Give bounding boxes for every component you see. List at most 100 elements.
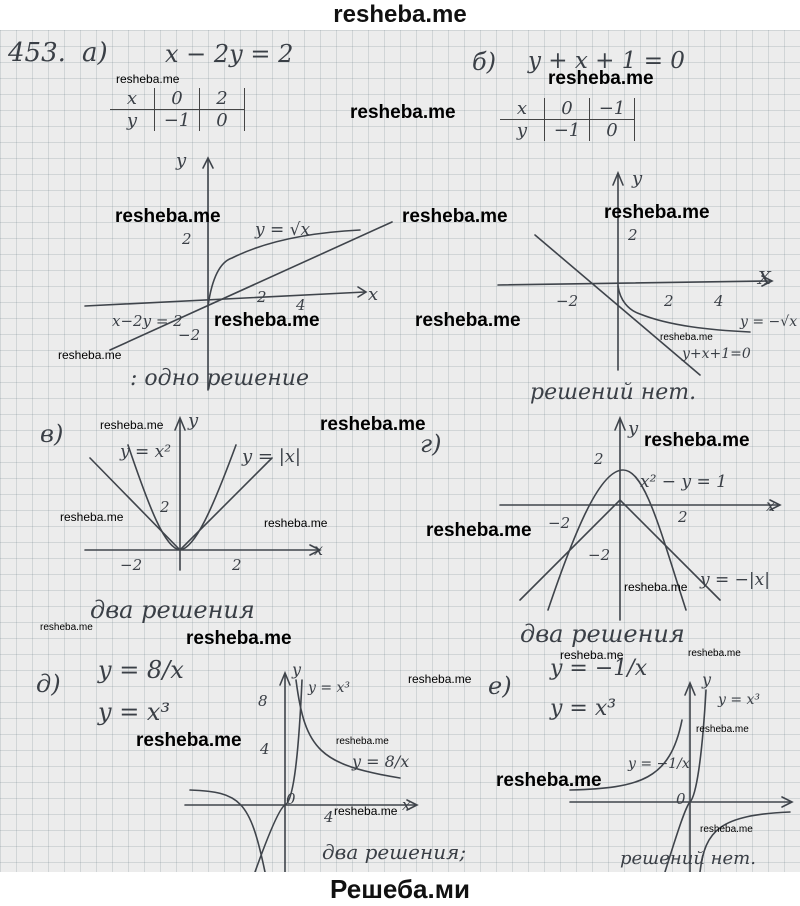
g-parabola (547, 469, 687, 611)
table-cell: x (500, 98, 545, 120)
part-v-answer: два решения (90, 596, 255, 624)
part-v-curve-label: y = x² (120, 442, 172, 462)
table-cell: 0 (544, 98, 590, 120)
part-g-curve-label: x² − y = 1 (640, 472, 727, 492)
part-g-answer: два решения (520, 620, 685, 648)
d-cubic (254, 679, 303, 872)
watermark: resheba.me (336, 736, 389, 747)
part-a-equation: x − 2y = 2 (165, 40, 294, 68)
part-v-axis-y: y (188, 410, 199, 431)
part-e-curve1-label: y = x³ (718, 692, 761, 708)
part-b-axis-x: X (758, 268, 771, 289)
watermark: resheba.me (688, 648, 741, 659)
part-a-label: а) (82, 38, 108, 68)
d-hyperbola-right (295, 679, 401, 779)
part-b-axis-y: y (632, 168, 643, 189)
part-b-tick: 2 (628, 226, 638, 244)
watermark: resheba.me (214, 310, 320, 331)
table-cell: 0 (154, 88, 200, 110)
part-a-tick: 2 (257, 288, 267, 306)
table-cell: y (110, 109, 155, 131)
watermark: resheba.me (644, 430, 750, 451)
part-a-axis-x: x (368, 284, 379, 305)
site-footer[interactable]: Решеба.ми (330, 874, 470, 904)
part-e-curve2-label: y = −1/x (628, 756, 690, 772)
a-sqrt-curve (207, 229, 361, 307)
part-d-eq2: y = x³ (98, 698, 171, 726)
watermark: resheba.me (408, 672, 472, 686)
e-cubic (664, 689, 707, 872)
part-v-tick: 2 (160, 498, 170, 516)
watermark: resheba.me (100, 418, 164, 432)
a-line (109, 221, 393, 351)
watermark: resheba.me (40, 622, 93, 633)
part-e-label: е) (488, 672, 512, 700)
site-header[interactable]: resheba.me (333, 1, 467, 28)
part-b-answer: решений нет. (530, 380, 697, 405)
part-g-line-label: y = −|x| (700, 570, 770, 590)
part-g-tick: −2 (588, 546, 611, 564)
part-v-label: в) (40, 420, 64, 448)
watermark: resheba.me (700, 824, 753, 835)
watermark: resheba.me (136, 730, 242, 751)
watermark: resheba.me (696, 724, 749, 735)
watermark: resheba.me (604, 202, 710, 223)
part-d-curve2-label: y = 8/x (352, 752, 410, 771)
watermark: resheba.me (560, 648, 624, 662)
watermark: resheba.me (624, 580, 688, 594)
table-cell: −1 (544, 119, 590, 141)
part-d-curve1-label: y = x³ (308, 680, 351, 696)
part-d-tick: 4 (260, 740, 270, 758)
part-a-table: x 0 2 y −1 0 (110, 88, 245, 131)
part-d-answer: два решения; (322, 840, 467, 864)
part-g-label: г) (420, 430, 442, 458)
watermark: resheba.me (548, 68, 654, 89)
a-x-axis (84, 291, 366, 307)
watermark: resheba.me (60, 510, 124, 524)
part-b-table: x 0 −1 y −1 0 (500, 98, 635, 141)
part-b-tick: 2 (664, 292, 674, 310)
v-abs-line (89, 457, 273, 552)
part-d-axis-y: y (292, 660, 302, 679)
table-cell: y (500, 119, 545, 141)
part-g-tick: 2 (594, 450, 604, 468)
problem-number: 453. (8, 38, 66, 68)
part-d-axis-x: x (402, 796, 411, 814)
part-e-tick: 0 (676, 790, 686, 808)
part-g-axis-y: y (628, 418, 639, 439)
part-e-axis-y: y (702, 670, 712, 689)
table-cell: x (110, 88, 155, 110)
e-hyperbola-right (699, 811, 791, 872)
watermark: resheba.me (116, 72, 180, 86)
part-b-equation: y + x + 1 = 0 (528, 48, 685, 74)
part-a-tick: −2 (178, 326, 201, 344)
part-b-curve-label: y = −√x (740, 314, 798, 330)
notebook-sheet: 453. а) x − 2y = 2 x 0 2 y −1 0 y x y = … (0, 30, 800, 872)
part-g-tick: 2 (678, 508, 688, 526)
part-a-answer: : одно решение (130, 366, 309, 391)
watermark: resheba.me (115, 206, 221, 227)
part-g-axis-x: x (766, 496, 776, 515)
part-a-line-label: x−2y = 2 (112, 312, 183, 330)
part-e-eq2: y = x³ (550, 696, 617, 721)
watermark: resheba.me (426, 520, 532, 541)
table-cell: −1 (154, 109, 200, 131)
part-a-axis-y: y (176, 150, 187, 171)
v-parabola (127, 444, 237, 551)
d-hyperbola-left (189, 789, 266, 872)
table-cell: −1 (589, 98, 635, 120)
graph-sketches (84, 156, 794, 872)
g-abs-line (519, 498, 721, 601)
watermark: resheba.me (402, 206, 508, 227)
e-hyperbola-left (569, 719, 683, 791)
part-v-line-label: y = |x| (242, 446, 301, 467)
part-b-tick: 4 (714, 292, 724, 310)
watermark: resheba.me (496, 770, 602, 791)
part-b-line-label: y+x+1=0 (682, 346, 751, 362)
b-line (534, 234, 701, 376)
b-x-axis (497, 280, 771, 286)
part-a-tick: 2 (182, 230, 192, 248)
part-d-label: д) (36, 670, 61, 698)
table-cell: 0 (199, 109, 245, 131)
